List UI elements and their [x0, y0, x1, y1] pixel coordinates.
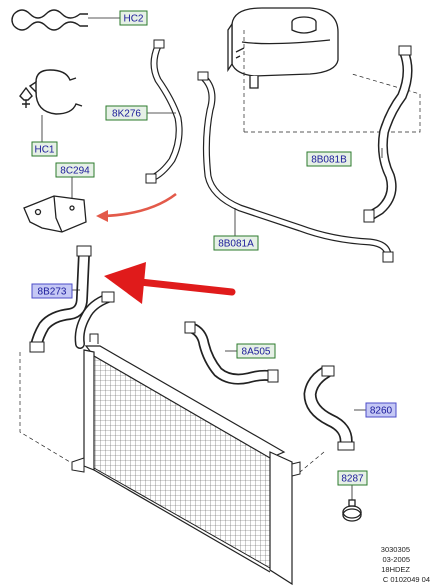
callout-8a505[interactable]: 8A505: [236, 343, 276, 359]
8b081a-clamps: [197, 71, 394, 263]
8b273-clamps: [29, 245, 115, 353]
callout-hc1-text: HC1: [34, 145, 54, 156]
8a505-clamps: [184, 321, 279, 383]
callout-hc2[interactable]: HC2: [119, 10, 148, 26]
8260-dash-guide: [299, 451, 325, 473]
stamp-line-1: 3030305: [381, 545, 410, 554]
callout-8c294[interactable]: 8C294: [55, 162, 95, 178]
callout-8260-text: 8260: [370, 406, 393, 417]
stamp-line-2: 03-2005: [382, 555, 410, 564]
callout-8b081b-text: 8B081B: [311, 155, 347, 166]
8287-clip: [342, 499, 362, 522]
tank-dash-guide-right: [244, 73, 421, 133]
8b081a-hose: [200, 74, 392, 260]
radiator-right-tank: [269, 451, 293, 586]
document-stamp: 3030305 03-2005 18HDEZ C 0102049 04: [381, 545, 430, 584]
8b081b-hose: [365, 47, 413, 221]
callout-hc2-text: HC2: [123, 14, 143, 25]
8b081b-clamps: [363, 45, 412, 223]
callout-8287-text: 8287: [341, 474, 364, 485]
expansion-tank: [227, 7, 339, 89]
callout-8b273-text: 8B273: [38, 287, 67, 298]
radiator-mount-right: [291, 461, 301, 477]
callout-8k276-text: 8K276: [112, 109, 141, 120]
8260-hose: [303, 365, 353, 451]
radiator-inlet: [89, 333, 99, 344]
8k276-hose: [148, 42, 183, 182]
callout-8287[interactable]: 8287: [337, 470, 368, 486]
callout-hc1[interactable]: HC1: [31, 141, 58, 157]
radiator-core: [93, 351, 271, 569]
8260-clamps: [321, 365, 355, 451]
hc1-clip: [19, 69, 83, 115]
callout-8b081a[interactable]: 8B081A: [213, 235, 259, 251]
radiator-mount-left: [71, 457, 85, 473]
stamp-line-3: 18HDEZ: [381, 565, 410, 574]
highlight-arrow: [136, 278, 236, 296]
8a505-hose: [186, 322, 278, 385]
stamp-line-4: C 0102049 04: [383, 575, 430, 584]
highlight-arrow-head: [104, 262, 146, 304]
hc2-clip: [11, 9, 88, 31]
8b273-hose: [30, 248, 113, 352]
lower-dash-guide: [19, 352, 71, 463]
callout-8k276[interactable]: 8K276: [105, 105, 148, 121]
callout-8a505-text: 8A505: [242, 347, 271, 358]
8c294-bracket: [23, 195, 87, 233]
callout-8b273[interactable]: 8B273: [31, 283, 73, 299]
8k276-clamps: [145, 39, 165, 184]
callout-8b081b[interactable]: 8B081B: [306, 151, 352, 167]
callout-8260[interactable]: 8260: [365, 402, 397, 418]
relocation-arrow-head: [96, 210, 108, 222]
callout-8b081a-text: 8B081A: [218, 239, 254, 250]
radiator-left-tank: [83, 349, 95, 471]
radiator-bottom-edge: [93, 469, 271, 573]
callout-8c294-text: 8C294: [60, 166, 90, 177]
radiator: [71, 333, 301, 586]
relocation-arrow: [103, 192, 177, 218]
